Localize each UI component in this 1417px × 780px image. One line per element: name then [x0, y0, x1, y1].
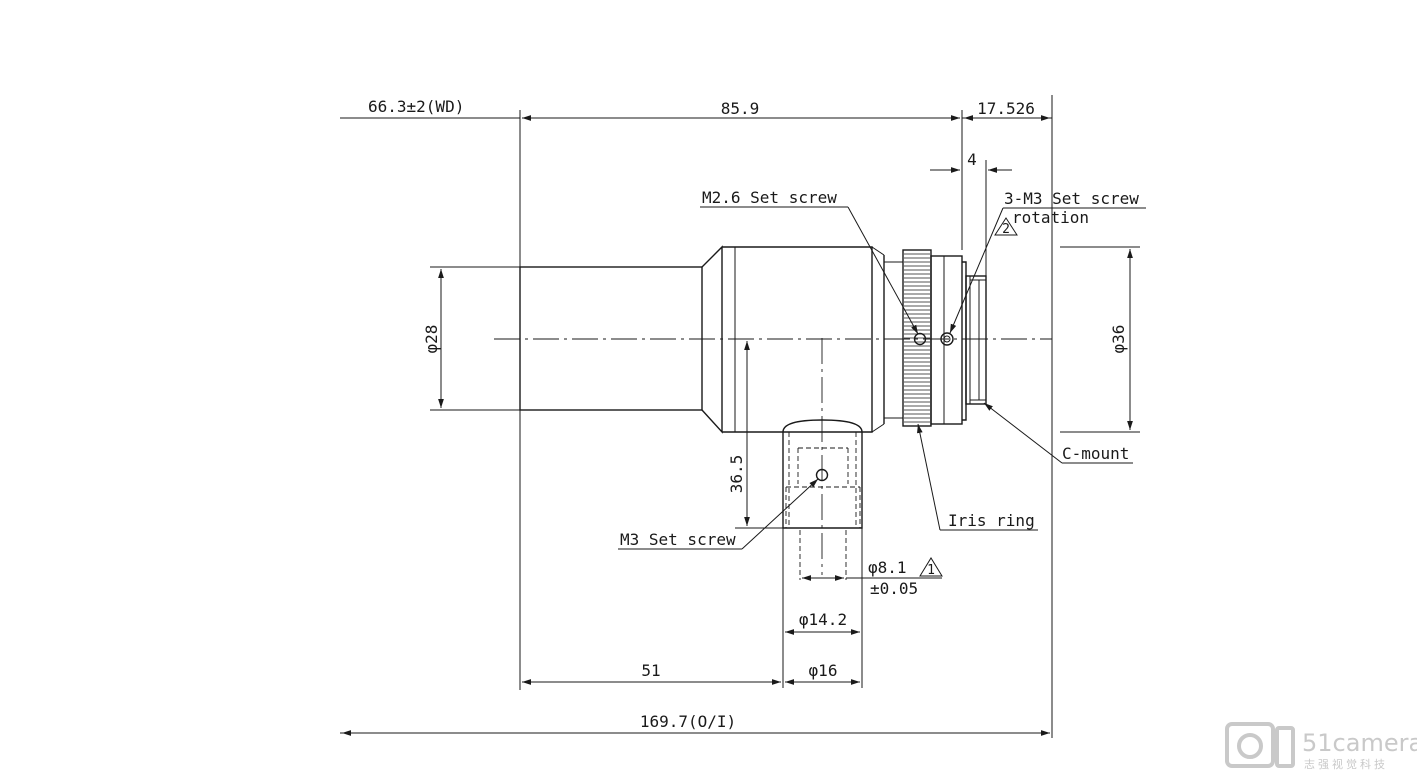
note-number-1: 1 [927, 563, 935, 578]
dimension-lines [340, 95, 1140, 738]
label-m26-screw: M2.6 Set screw [702, 188, 837, 207]
watermark-brand: 51camera [1302, 729, 1417, 757]
dim-total-length: 169.7(O/I) [640, 712, 736, 731]
taper-section [701, 245, 723, 434]
dim-port-inner-dia: φ8.1 [868, 558, 907, 577]
main-barrel [722, 246, 873, 433]
label-m3-rotation-1: 3-M3 Set screw [1004, 189, 1139, 208]
watermark-subtitle: 志强视觉科技 [1304, 757, 1388, 771]
note-triangle-2-icon [994, 217, 1018, 236]
dim-front-dia: φ28 [422, 325, 441, 354]
port-body [782, 419, 863, 529]
dim-body-length: 85.9 [721, 99, 760, 118]
watermark: 51camera 志强视觉科技 [1225, 722, 1417, 771]
dim-port-height: 36.5 [727, 455, 746, 494]
label-m3-rotation-2: rotation [1012, 208, 1089, 227]
dim-port-inner-tol: ±0.05 [870, 579, 918, 598]
rear-section [930, 255, 963, 425]
label-c-mount: C-mount [1062, 444, 1129, 463]
camera-logo-icon [1225, 722, 1295, 768]
dim-rear-dia: φ36 [1109, 325, 1128, 354]
dim-mount-length: 17.526 [977, 99, 1035, 118]
dim-flange: 4 [967, 150, 977, 169]
dimension-text: 66.3±2(WD) 85.9 17.526 4 φ28 φ36 36.5 φ8… [368, 97, 1139, 731]
lens-body [519, 245, 987, 434]
dim-port-outer-dia: φ16 [809, 661, 838, 680]
note-triangle-1-icon [919, 557, 943, 577]
light-port [782, 419, 863, 580]
c-mount-thread [965, 275, 987, 405]
leader-lines [618, 206, 1146, 550]
label-iris-ring: Iris ring [948, 511, 1035, 530]
dim-port-mid-dia: φ14.2 [799, 610, 847, 629]
front-tube [519, 266, 703, 411]
iris-ring-knurling [904, 253, 930, 423]
dim-wd: 66.3±2(WD) [368, 97, 464, 116]
label-m3-screw: M3 Set screw [620, 530, 736, 549]
note-number-2: 2 [1002, 222, 1010, 237]
dim-port-position: 51 [641, 661, 660, 680]
